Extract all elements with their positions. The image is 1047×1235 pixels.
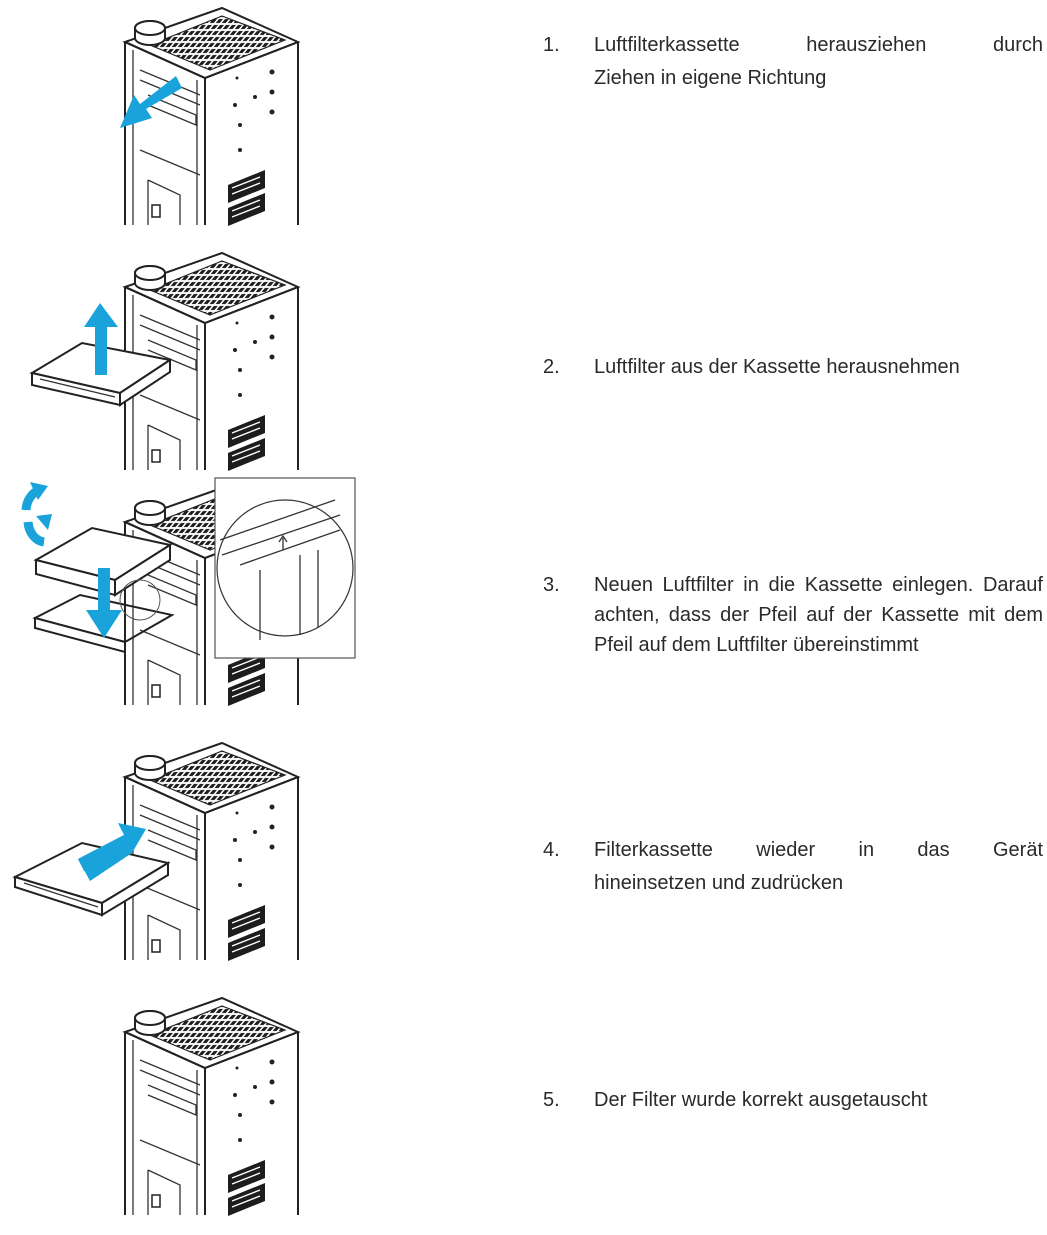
filter-cassette (32, 526, 175, 654)
step-5: 5. Der Filter wurde korrekt ausgetauscht (0, 990, 1047, 1235)
step-2: 2. Luftfilter aus der Kassette herausneh… (0, 245, 1047, 472)
step-number: 1. (543, 34, 560, 56)
step-text: Filterkassette wieder in das Gerät (594, 839, 1043, 861)
insert-arrow-icon (86, 568, 122, 638)
device-illustration (0, 990, 360, 1230)
step-3: 3. Neuen Luftfilter in die Kassette einl… (0, 470, 1047, 710)
step-number: 2. (543, 356, 560, 378)
step-text-continued: Ziehen in eigene Richtung (594, 67, 827, 89)
detail-magnifier (214, 477, 356, 659)
device-illustration (0, 735, 360, 975)
pull-arrow-icon (120, 76, 182, 128)
step-number: 5. (543, 1089, 560, 1111)
step-4: 4. Filterkassette wieder in das Gerät hi… (0, 735, 1047, 975)
device-illustration (0, 470, 360, 710)
step-1: 1. Luftfilterkassette herausziehen durch… (0, 0, 1047, 240)
step-text: Luftfilterkassette herausziehen durch (594, 34, 1043, 56)
rotate-arrows-icon (21, 482, 52, 547)
step-number: 3. (543, 574, 560, 596)
step-text-continued: hineinsetzen und zudrücken (594, 872, 844, 894)
step-text: Neuen Luftfilter in die Kassette einlege… (594, 574, 1043, 656)
step-text: Luftfilter aus der Kassette herausnehmen (594, 356, 960, 378)
step-text: Der Filter wurde korrekt ausgetauscht (594, 1089, 928, 1111)
insert-arrow-icon (78, 823, 146, 881)
lift-arrow-icon (84, 303, 118, 375)
device-illustration (0, 0, 360, 230)
device-illustration (0, 245, 360, 472)
step-number: 4. (543, 839, 560, 861)
